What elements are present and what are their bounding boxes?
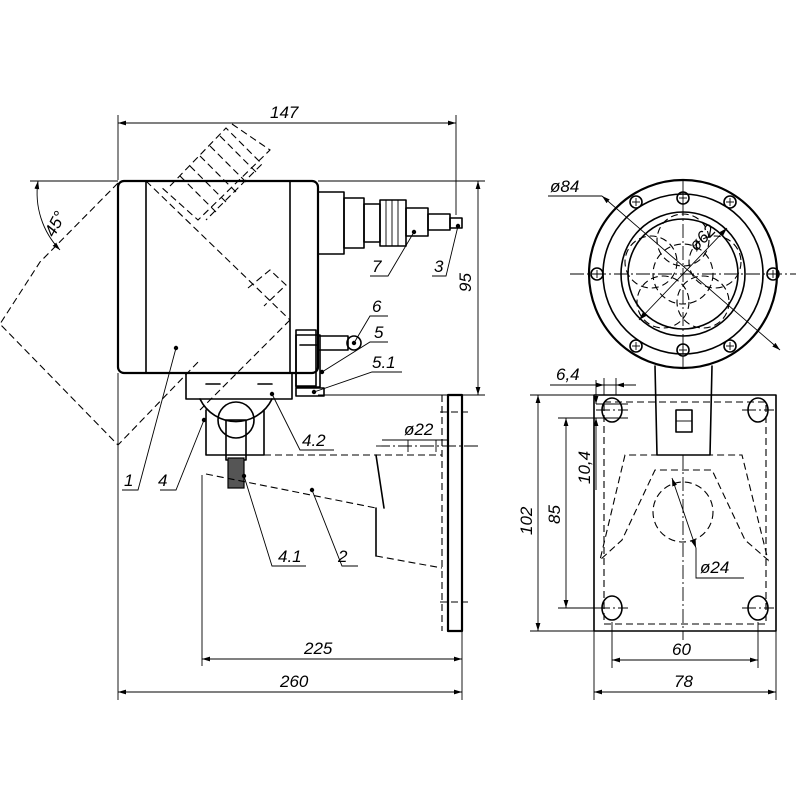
lamp-housing bbox=[116, 179, 320, 387]
dim-102: 102 bbox=[517, 394, 594, 632]
label-part-7: 7 bbox=[372, 257, 382, 276]
dim-60: 60 bbox=[611, 622, 759, 668]
dim-95: 95 bbox=[318, 180, 485, 396]
screw-icon bbox=[629, 339, 643, 353]
screw-icon bbox=[723, 339, 737, 353]
dim-225: 225 bbox=[201, 475, 463, 700]
label-part-4-2: 4.2 bbox=[302, 431, 326, 450]
dim-angle-label: 45° bbox=[41, 208, 70, 240]
label-part-5: 5 bbox=[374, 323, 384, 342]
dim-d24: ø24 bbox=[671, 477, 744, 579]
dim-d22: ø22 bbox=[382, 420, 448, 452]
tilted-housing-dashed bbox=[0, 123, 291, 446]
label-part-4: 4 bbox=[158, 471, 167, 490]
dim-d24-label: ø24 bbox=[700, 558, 729, 577]
mount-bracket bbox=[185, 372, 293, 489]
dim-60-label: 60 bbox=[672, 640, 691, 659]
dim-85-label: 85 bbox=[545, 505, 564, 524]
dim-260-label: 260 bbox=[279, 672, 309, 691]
dim-85: 85 bbox=[545, 417, 610, 609]
side-leaders: 1 2 4 4.1 4.2 6 5 5.1 7 bbox=[122, 223, 461, 567]
dim-225-label: 225 bbox=[303, 639, 333, 658]
connector-assembly bbox=[317, 191, 463, 255]
side-clip bbox=[295, 334, 362, 397]
dim-78-label: 78 bbox=[674, 672, 693, 691]
dim-angle-45: 45° bbox=[30, 180, 118, 251]
dim-d84-label: ø84 bbox=[550, 177, 579, 196]
screw-icon bbox=[629, 195, 643, 209]
label-part-5-1: 5.1 bbox=[372, 353, 396, 372]
base-plate-dashed bbox=[205, 454, 443, 569]
side-view: 147 95 45° ø22 225 bbox=[0, 103, 485, 700]
label-part-4-1: 4.1 bbox=[278, 547, 302, 566]
label-part-2: 2 bbox=[337, 547, 348, 566]
label-part-6: 6 bbox=[372, 297, 382, 316]
dim-6-4-label: 6,4 bbox=[556, 365, 580, 384]
dim-10-4-label: 10,4 bbox=[575, 451, 594, 484]
dim-d62-label: ø62 bbox=[685, 220, 720, 255]
label-part-3: 3 bbox=[434, 257, 444, 276]
tilted-connector bbox=[169, 127, 263, 221]
dim-260: 260 bbox=[117, 373, 462, 700]
dim-95-label: 95 bbox=[456, 273, 475, 292]
dim-10-4: 10,4 bbox=[575, 380, 628, 490]
front-view: ø84 ø62 6,4 10,4 102 bbox=[517, 177, 796, 700]
label-part-1: 1 bbox=[124, 471, 133, 490]
screw-icon bbox=[723, 195, 737, 209]
dim-102-label: 102 bbox=[517, 506, 536, 535]
dim-147: 147 bbox=[117, 103, 457, 215]
dim-147-label: 147 bbox=[270, 103, 299, 122]
dim-78: 78 bbox=[593, 631, 777, 700]
dim-6-4: 6,4 bbox=[550, 365, 636, 395]
dim-d22-label: ø22 bbox=[404, 420, 434, 439]
